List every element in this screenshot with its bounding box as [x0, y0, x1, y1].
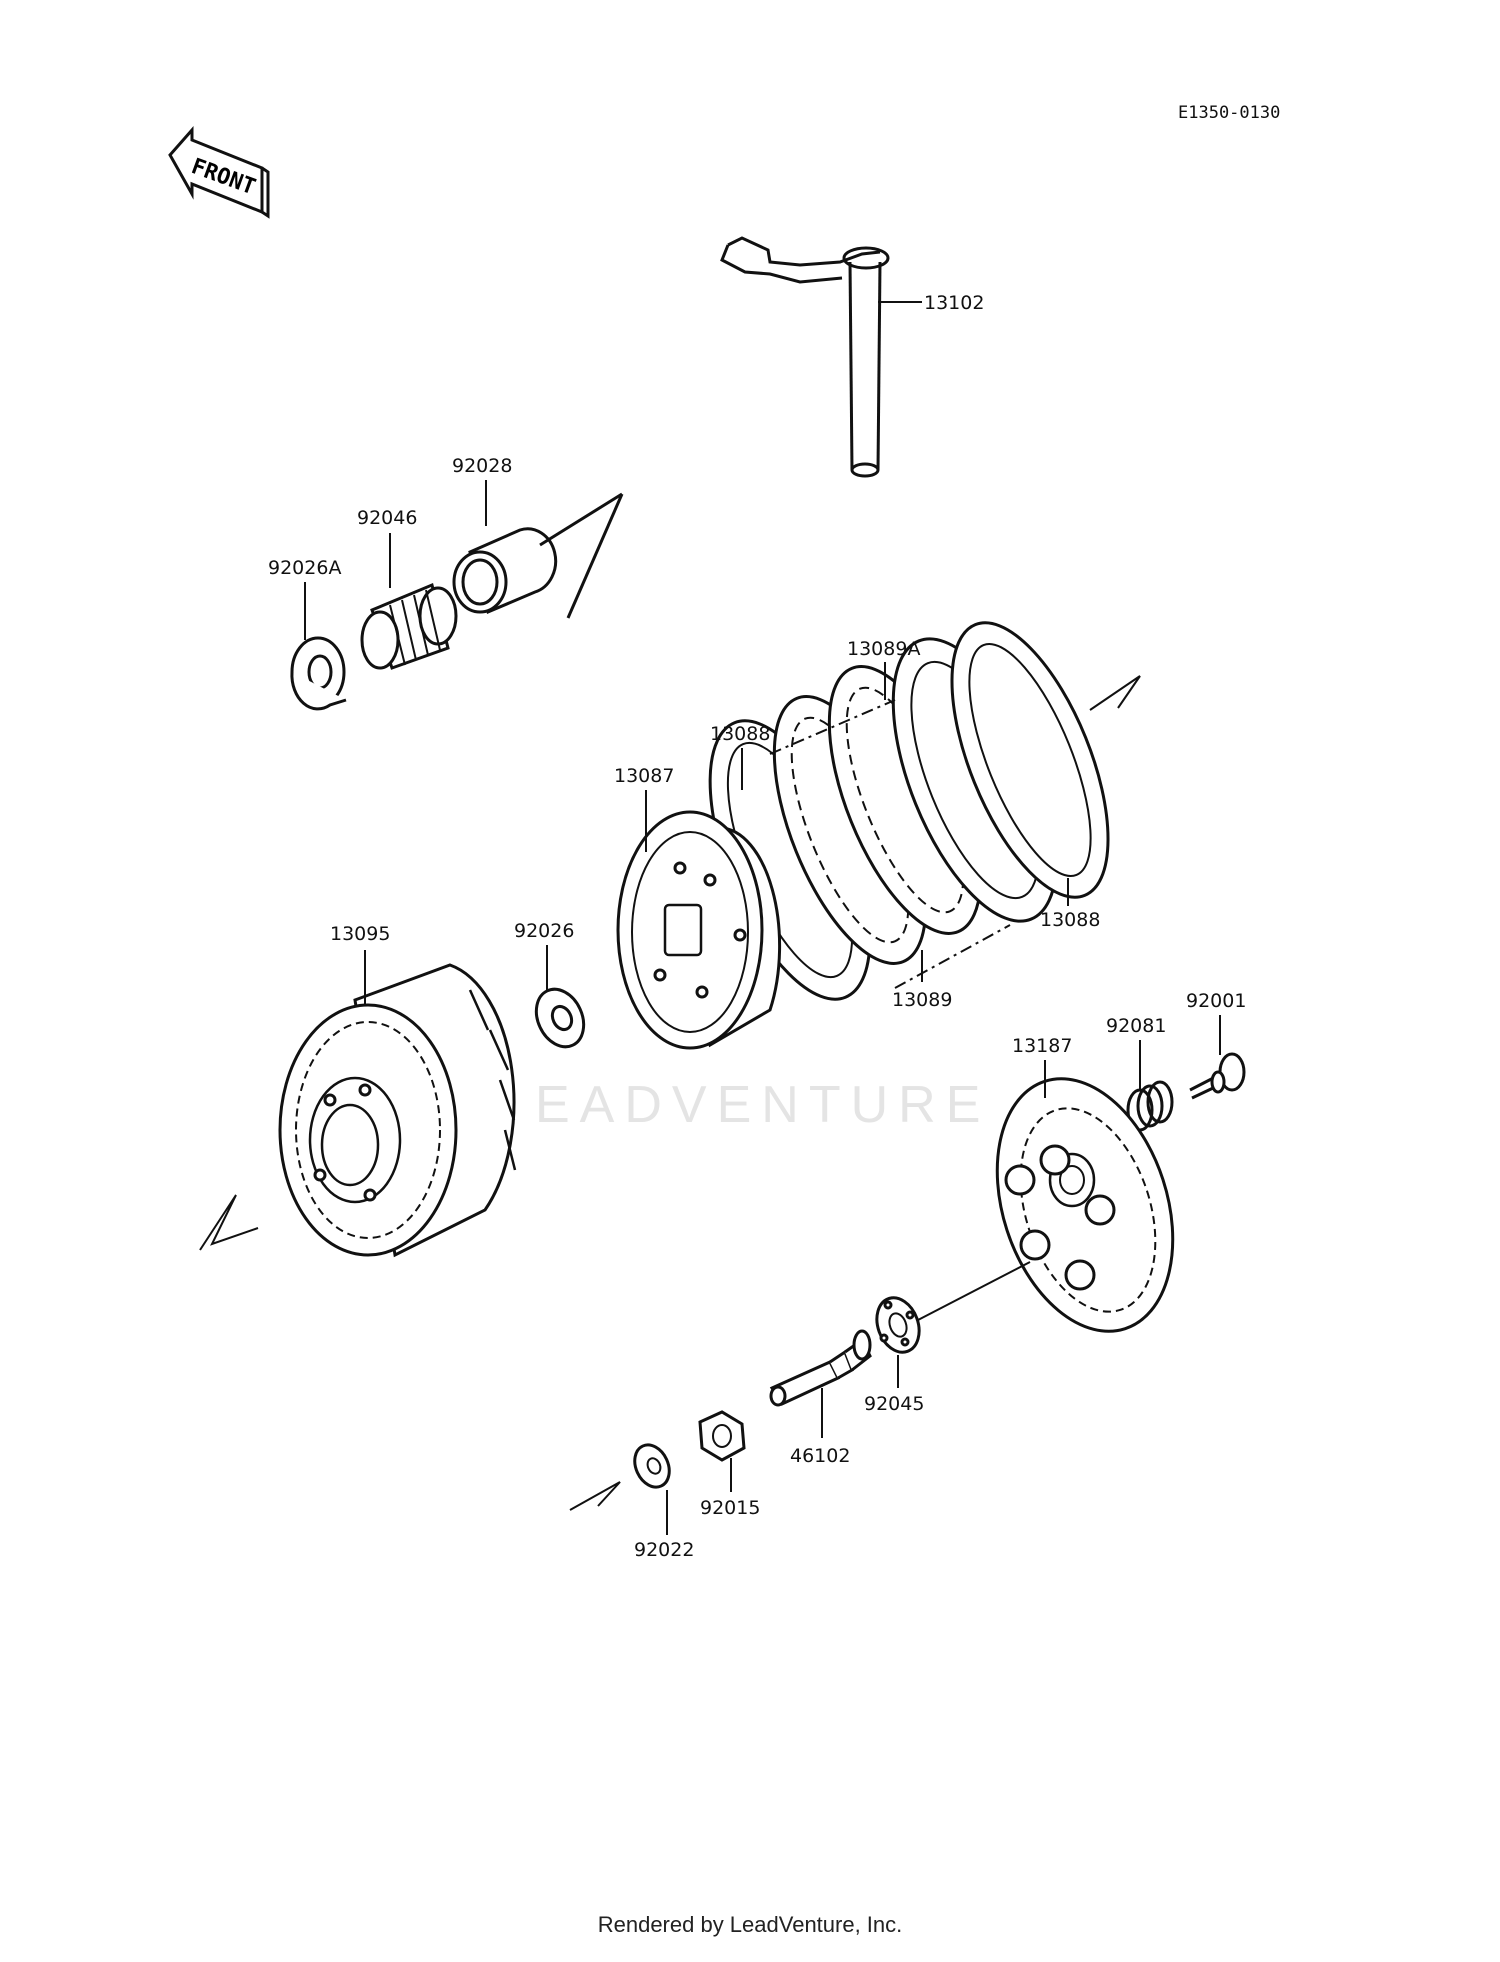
- front-arrow-icon: FRONT: [168, 126, 270, 219]
- callout-92022: 92022: [634, 1539, 694, 1561]
- needle-bearing-icon: [360, 582, 458, 670]
- diagram-code: E1350-0130: [1178, 103, 1280, 123]
- callout-92046: 92046: [357, 507, 417, 529]
- collar-icon: [452, 492, 624, 619]
- clutch-housing-icon: [278, 963, 517, 1258]
- callout-92026A: 92026A: [268, 557, 341, 579]
- callout-92081: 92081: [1106, 1015, 1166, 1037]
- ball-bearing-icon: [875, 1296, 921, 1354]
- callout-13102: 13102: [924, 292, 984, 314]
- watermark: EADVENTURE: [535, 1076, 990, 1134]
- pressure-plate-icon: [995, 1077, 1175, 1333]
- callout-13089A: 13089A: [847, 638, 920, 660]
- bolt-icon: [1189, 1052, 1246, 1100]
- callout-92028: 92028: [452, 455, 512, 477]
- push-rod-icon: [769, 1329, 872, 1407]
- callout-13089: 13089: [892, 989, 952, 1011]
- callout-13088-top: 13088: [710, 723, 770, 745]
- callout-13187: 13187: [1012, 1035, 1072, 1057]
- callout-46102: 46102: [790, 1445, 850, 1467]
- callout-92026: 92026: [514, 920, 574, 942]
- callout-13087: 13087: [614, 765, 674, 787]
- clutch-hub-icon: [616, 810, 782, 1050]
- plain-washer-icon: [633, 1443, 671, 1489]
- callout-13095: 13095: [330, 923, 390, 945]
- washer-icon: [290, 636, 347, 711]
- callout-92001: 92001: [1186, 990, 1246, 1012]
- callout-13088-bottom: 13088: [1040, 909, 1100, 931]
- clutch-plates-icon: [708, 621, 1110, 1001]
- thrust-washer-icon: [534, 987, 586, 1049]
- release-shaft-icon: [720, 236, 890, 478]
- callout-92045: 92045: [864, 1393, 924, 1415]
- callout-92015: 92015: [700, 1497, 760, 1519]
- footer-credit: Rendered by LeadVenture, Inc.: [597, 1912, 903, 1937]
- nut-icon: [698, 1410, 746, 1462]
